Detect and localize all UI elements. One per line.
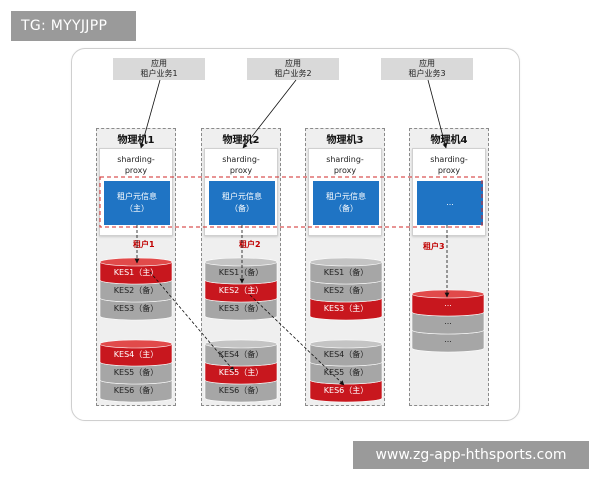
app-tenant: 租户业务2 bbox=[274, 69, 312, 78]
meta-line: （主） bbox=[125, 204, 149, 213]
kes-cylinder bbox=[411, 311, 485, 335]
proxy-label: sharding- proxy bbox=[99, 154, 173, 176]
app-label: 应用 bbox=[419, 59, 435, 68]
kes-label: KES2（备） bbox=[323, 286, 369, 295]
tg-badge: TG: MYYJJPP bbox=[11, 11, 136, 41]
kes-cylinder bbox=[309, 261, 383, 285]
tenant-label: 租户2 bbox=[239, 240, 261, 249]
kes-cylinder bbox=[309, 361, 383, 385]
kes-cylinder bbox=[99, 261, 173, 285]
url-badge: www.zg-app-hthsports.com bbox=[353, 441, 589, 469]
kes-cylinder bbox=[99, 361, 173, 385]
kes-cylinder bbox=[204, 343, 278, 367]
proxy-line: sharding- bbox=[326, 155, 364, 164]
proxy-label: sharding- proxy bbox=[412, 154, 486, 176]
proxy-line: sharding- bbox=[430, 155, 468, 164]
kes-label: KES2（备） bbox=[113, 286, 159, 295]
proxy-line: proxy bbox=[437, 166, 461, 175]
arrows bbox=[134, 79, 450, 386]
kes-cylinder bbox=[99, 279, 173, 303]
tenant-meta-box: 租户元信息 （主） bbox=[104, 181, 170, 225]
app-tenant: 租户业务1 bbox=[140, 69, 178, 78]
kes-label: KES4（备） bbox=[323, 350, 369, 359]
meta-line: （备） bbox=[230, 204, 254, 213]
app-label: 应用 bbox=[151, 59, 167, 68]
meta-line: 租户元信息 bbox=[117, 192, 157, 201]
kes-cylinder-cap bbox=[99, 257, 173, 267]
kes-label: ... bbox=[444, 335, 452, 344]
app-box-tenant1: 应用 租户业务1 bbox=[113, 58, 205, 80]
kes-cylinder-cap bbox=[204, 257, 278, 267]
meta-line: 租户元信息 bbox=[326, 192, 366, 201]
kes-cylinder-cap bbox=[204, 339, 278, 349]
kes-label: KES3（备） bbox=[218, 304, 264, 313]
arrow-kes1-kes5 bbox=[149, 271, 235, 372]
kes-cylinder-cap bbox=[309, 339, 383, 349]
meta-line: ... bbox=[446, 198, 454, 207]
kes-cylinder bbox=[309, 279, 383, 303]
kes-label: KES3（备） bbox=[113, 304, 159, 313]
machine-title: 物理机4 bbox=[430, 135, 468, 146]
kes-cylinder bbox=[411, 293, 485, 317]
tenant-meta-box: ... bbox=[417, 181, 483, 225]
proxy-label: sharding- proxy bbox=[204, 154, 278, 176]
kes-label: KES6（备） bbox=[113, 386, 159, 395]
kes-label: KES5（备） bbox=[113, 368, 159, 377]
proxy-line: proxy bbox=[333, 166, 357, 175]
kes-label: KES3（主） bbox=[323, 304, 369, 313]
machine-title: 物理机1 bbox=[117, 135, 155, 146]
machine-title: 物理机2 bbox=[222, 135, 260, 146]
kes-cylinder-cap bbox=[99, 339, 173, 349]
kes-label: KES5（备） bbox=[323, 368, 369, 377]
kes-label: KES5（主） bbox=[218, 368, 264, 377]
tenant-label: 租户1 bbox=[133, 240, 155, 249]
proxy-line: sharding- bbox=[222, 155, 260, 164]
kes-label: KES2（主） bbox=[218, 286, 264, 295]
kes-cylinder-cap bbox=[411, 289, 485, 299]
proxy-line: proxy bbox=[229, 166, 253, 175]
meta-line: 租户元信息 bbox=[222, 192, 262, 201]
kes-cylinder bbox=[99, 343, 173, 367]
kes-label: KES6（主） bbox=[323, 386, 369, 395]
app-box-tenant2: 应用 租户业务2 bbox=[247, 58, 339, 80]
app-label: 应用 bbox=[285, 59, 301, 68]
kes-cylinder bbox=[204, 279, 278, 303]
app-tenant: 租户业务3 bbox=[408, 69, 446, 78]
arrow-app2-proxy bbox=[242, 79, 297, 149]
arrow-app3-proxy bbox=[427, 79, 448, 149]
app-box-tenant3: 应用 租户业务3 bbox=[381, 58, 473, 80]
kes-label: ... bbox=[444, 317, 452, 326]
kes-cylinder bbox=[204, 261, 278, 285]
machine-title: 物理机3 bbox=[326, 135, 364, 146]
kes-cylinder bbox=[204, 379, 278, 403]
kes-label: ... bbox=[444, 299, 452, 308]
kes-label: KES6（备） bbox=[218, 386, 264, 395]
tenant-meta-box: 租户元信息 （备） bbox=[313, 181, 379, 225]
kes-cylinder bbox=[309, 343, 383, 367]
kes-label: KES1（备） bbox=[323, 268, 369, 277]
arrow-kes2-kes6 bbox=[249, 294, 345, 386]
tenant-meta-boundary bbox=[99, 176, 483, 228]
meta-line: （备） bbox=[334, 204, 358, 213]
kes-cylinder bbox=[99, 379, 173, 403]
kes-cylinders bbox=[99, 257, 485, 403]
kes-cylinder bbox=[309, 379, 383, 403]
arrow-app1-proxy bbox=[139, 79, 161, 149]
proxy-line: proxy bbox=[124, 166, 148, 175]
kes-cylinder bbox=[204, 361, 278, 385]
tenant-meta-box: 租户元信息 （备） bbox=[209, 181, 275, 225]
kes-cylinder bbox=[309, 297, 383, 321]
proxy-line: sharding- bbox=[117, 155, 155, 164]
kes-cylinder bbox=[411, 329, 485, 353]
kes-label: KES4（主） bbox=[113, 350, 159, 359]
kes-label: KES1（主） bbox=[113, 268, 159, 277]
tenant-label: 租户3 bbox=[423, 242, 445, 251]
kes-label: KES1（备） bbox=[218, 268, 264, 277]
proxy-label: sharding- proxy bbox=[308, 154, 382, 176]
kes-cylinder bbox=[99, 297, 173, 321]
kes-cylinder-cap bbox=[309, 257, 383, 267]
kes-label: KES4（备） bbox=[218, 350, 264, 359]
